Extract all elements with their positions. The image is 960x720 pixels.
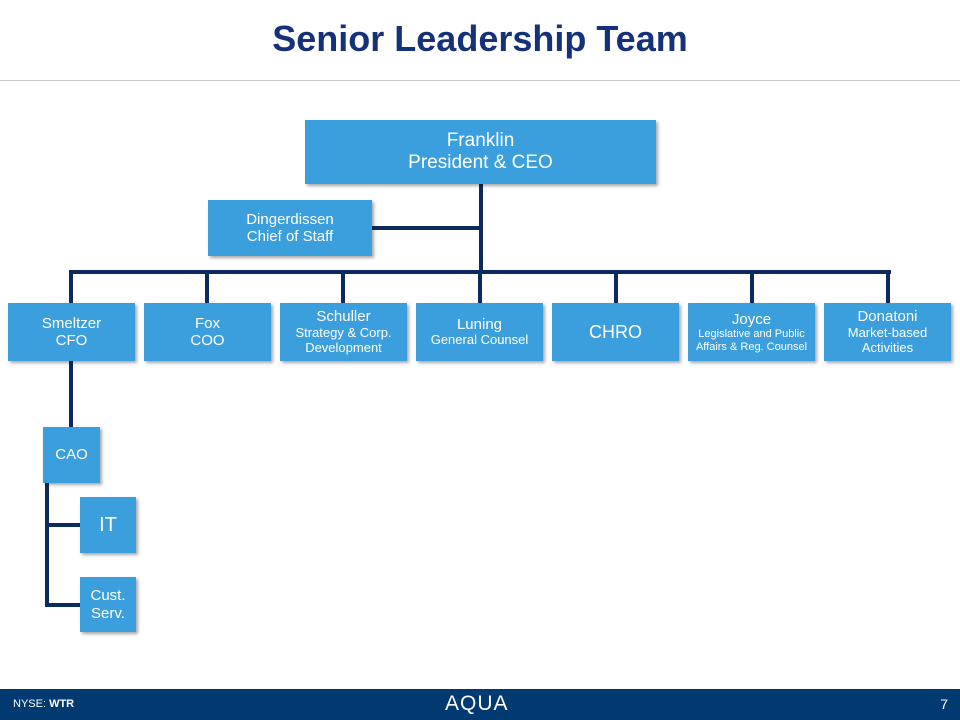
staff-name: Dingerdissen [246,210,334,228]
report-role: General Counsel [430,332,529,348]
title-divider [0,80,960,81]
report-name: CHRO [589,321,642,342]
report-role: Legislative and Public [698,327,805,340]
ticker-label: NYSE: [13,698,47,710]
report-box-legislative: Joyce Legislative and Public Affairs & R… [688,303,815,361]
ceo-role: President & CEO [408,152,553,173]
cust-label: Cust. [90,587,126,605]
report-name: Fox [194,314,220,332]
report-name: Donatoni [857,308,918,326]
staff-role: Chief of Staff [246,228,334,245]
report-role: CFO [55,332,88,349]
ticker-symbol: WTR [49,698,75,710]
report-role: Affairs & Reg. Counsel [695,340,808,353]
ticker: NYSE: WTR [13,698,74,710]
report-name: Schuller [316,308,371,326]
report-box-general-counsel: Luning General Counsel [416,303,543,361]
report-box-coo: Fox COO [144,303,271,361]
report-role: COO [190,332,225,349]
customer-service-box: Cust. Serv. [80,577,136,632]
report-box-strategy: Schuller Strategy & Corp. Development [280,303,407,361]
report-name: Smeltzer [41,314,102,332]
report-role: Strategy & Corp. [295,324,392,340]
footer-bar: NYSE: WTR AQUA 7 [0,689,960,720]
it-box: IT [80,497,136,553]
report-name: Joyce [731,310,772,328]
page-title: Senior Leadership Team [272,18,688,59]
cust-label: Serv. [91,604,125,622]
report-role: Activities [861,339,914,355]
report-role: Market-based [847,324,928,340]
chief-of-staff-box: Dingerdissen Chief of Staff [208,200,372,256]
ceo-box: Franklin President & CEO [305,120,656,184]
cao-box: CAO [43,427,100,483]
aqua-logo: AQUA [445,692,509,715]
report-box-chro: CHRO [552,303,679,361]
it-label: IT [99,513,117,536]
ceo-name: Franklin [446,130,515,152]
report-role: Development [305,339,382,355]
report-name: Luning [456,315,503,333]
page-number: 7 [940,696,948,712]
report-box-cfo: Smeltzer CFO [8,303,135,361]
report-box-market-based: Donatoni Market-based Activities [824,303,951,361]
cao-label: CAO [55,446,88,464]
